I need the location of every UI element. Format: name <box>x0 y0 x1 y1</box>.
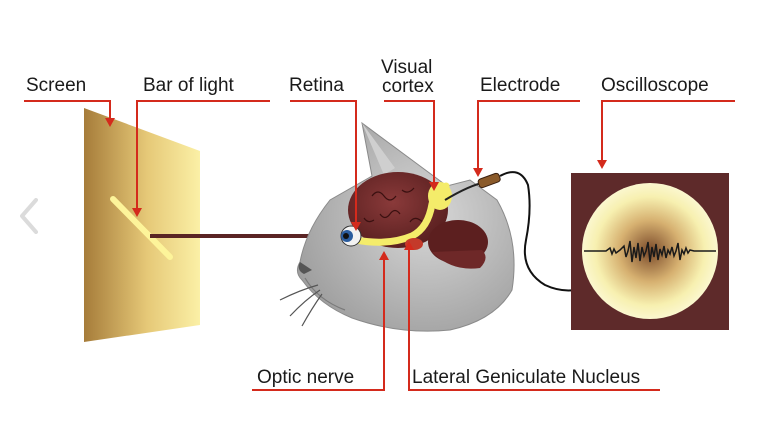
label-oscilloscope: Oscilloscope <box>601 75 709 96</box>
eye <box>340 225 362 247</box>
label-visual-cortex-line2: cortex <box>382 76 434 97</box>
oscilloscope-trace <box>584 240 716 263</box>
label-lgn: Lateral Geniculate Nucleus <box>412 367 641 388</box>
oscilloscope-display <box>582 183 718 319</box>
leader-arrowheads <box>105 118 607 260</box>
leader-lines <box>24 100 735 391</box>
label-retina: Retina <box>289 75 344 96</box>
electrode <box>477 172 501 189</box>
label-bar-of-light: Bar of light <box>143 75 234 96</box>
bar-of-light <box>110 196 173 260</box>
chevron-left-icon <box>20 198 38 234</box>
label-visual-cortex-line1: Visual <box>381 57 433 78</box>
prev-slide-button[interactable] <box>14 196 44 236</box>
oscilloscope-cable <box>499 171 576 292</box>
label-electrode: Electrode <box>480 75 561 96</box>
label-optic-nerve: Optic nerve <box>257 367 355 388</box>
label-screen: Screen <box>26 75 87 96</box>
